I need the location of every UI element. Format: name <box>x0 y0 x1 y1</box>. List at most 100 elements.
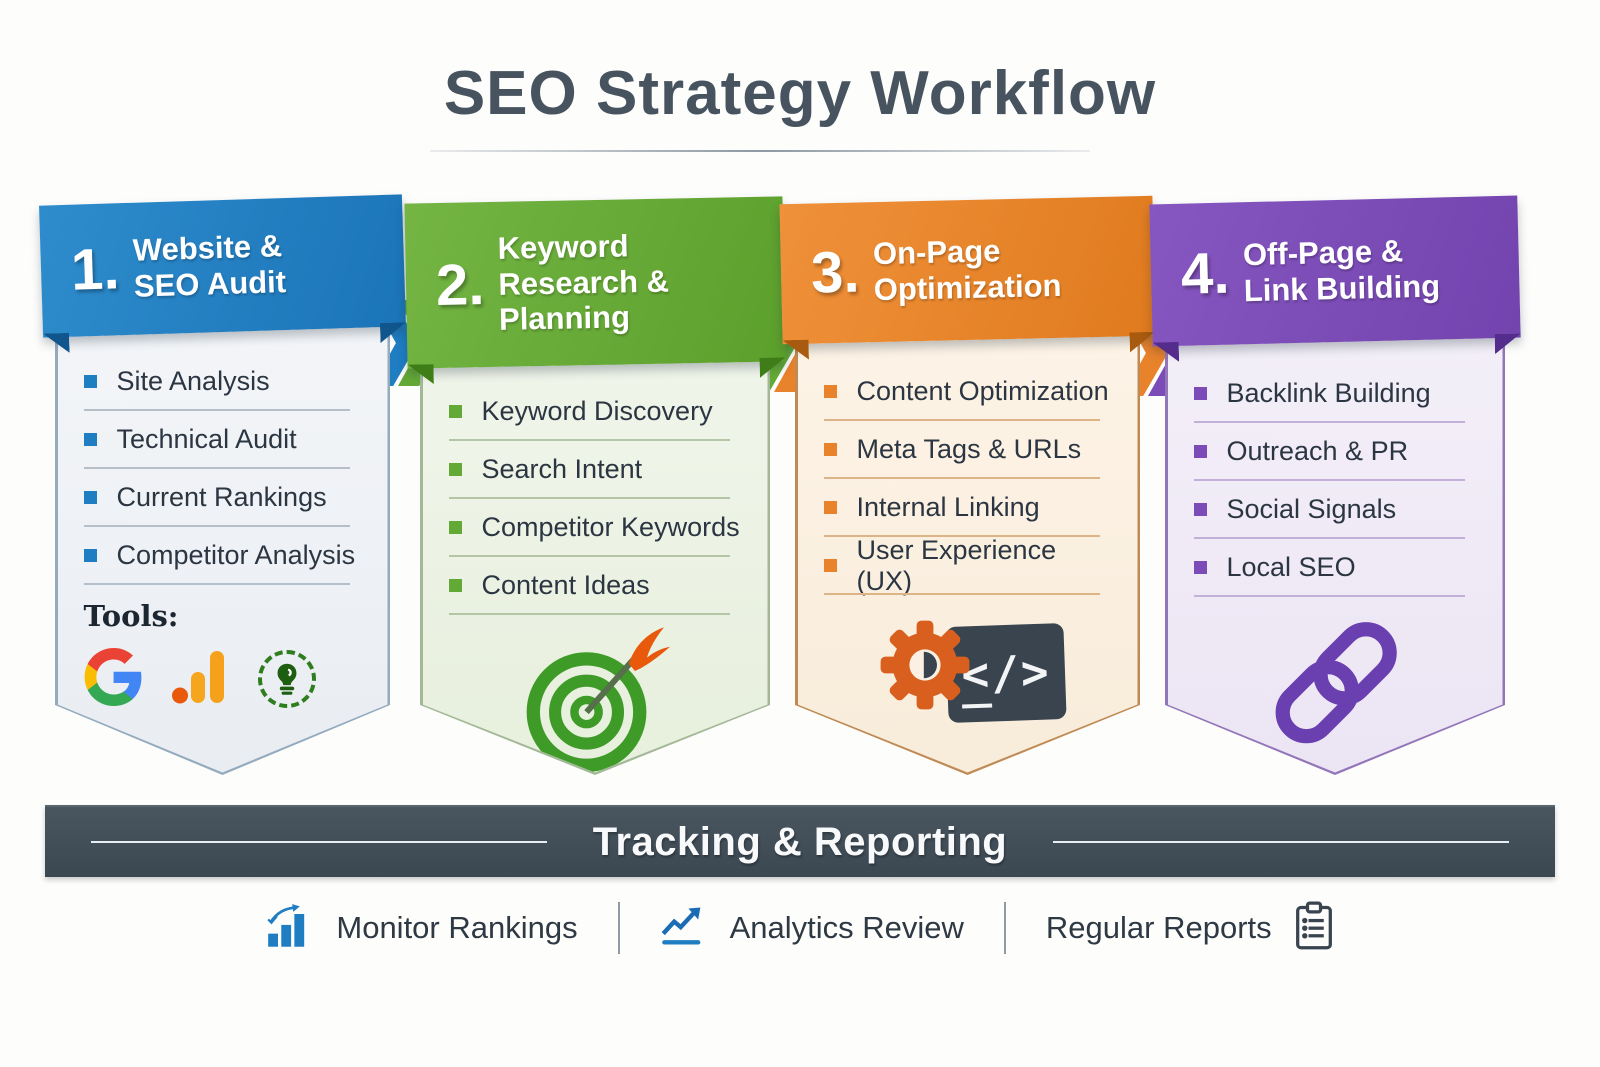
list-item: Current Rankings <box>84 469 364 527</box>
tracking-title: Tracking & Reporting <box>592 819 1008 864</box>
step-number: 2. <box>435 251 486 318</box>
step-2-list: Keyword Discovery Search Intent Competit… <box>423 355 768 615</box>
list-item: Content Ideas <box>449 557 744 615</box>
google-icon <box>84 648 142 711</box>
item-label: Content Optimization <box>856 376 1109 406</box>
vertical-divider <box>617 902 620 954</box>
tools-icons-row <box>84 645 364 714</box>
item-label: Backlink Building <box>1226 378 1431 408</box>
list-item: Internal Linking <box>824 479 1114 537</box>
title-underline <box>430 150 1090 152</box>
list-item: Local SEO <box>1194 539 1479 597</box>
square-bullet-icon <box>1194 561 1207 574</box>
item-label: Keyword Discovery <box>481 396 713 426</box>
item-label: Competitor Keywords <box>481 512 740 542</box>
chain-link-icon <box>1168 607 1503 749</box>
list-item: Backlink Building <box>1194 365 1479 423</box>
item-label: Current Rankings <box>116 482 327 512</box>
step-2-column: Keyword Discovery Search Intent Competit… <box>404 196 770 775</box>
tracking-items-row: Monitor Rankings Analytics Review Regula… <box>0 892 1600 964</box>
step-4-header-banner: 4. Off-Page & Link Building <box>1149 195 1520 347</box>
list-item: Social Signals <box>1194 481 1479 539</box>
divider-line <box>91 841 547 843</box>
square-bullet-icon <box>824 501 837 514</box>
list-item: Competitor Keywords <box>449 499 744 557</box>
square-bullet-icon <box>1194 445 1207 458</box>
target-arrow-icon <box>423 625 768 775</box>
list-item: User Experience (UX) <box>824 537 1114 595</box>
step-4-list: Backlink Building Outreach & PR Social S… <box>1168 337 1503 597</box>
square-bullet-icon <box>84 491 97 504</box>
step-2-header-banner: 2. Keyword Research & Planning <box>404 196 785 368</box>
list-item: Search Intent <box>449 441 744 499</box>
item-label: Technical Audit <box>116 424 297 454</box>
item-label: Social Signals <box>1226 494 1397 524</box>
google-analytics-icon <box>168 645 232 714</box>
footer-item-regular-reports: Regular Reports <box>1046 901 1334 956</box>
item-label: Content Ideas <box>481 570 650 600</box>
footer-label: Analytics Review <box>729 910 964 945</box>
square-bullet-icon <box>84 549 97 562</box>
list-item: Content Optimization <box>824 363 1114 421</box>
footer-item-analytics-review: Analytics Review <box>660 905 964 952</box>
tracking-reporting-bar: Tracking & Reporting <box>45 805 1555 877</box>
list-item: Competitor Analysis <box>84 527 364 585</box>
banner-fold <box>1495 333 1521 354</box>
bar-chart-icon <box>266 903 314 953</box>
item-label: Competitor Analysis <box>116 540 356 570</box>
gear-code-icon: </> <box>798 605 1138 741</box>
step-1-panel: Site Analysis Technical Audit Current Ra… <box>55 322 390 775</box>
item-label: Internal Linking <box>856 492 1040 522</box>
clipboard-icon <box>1294 901 1334 956</box>
step-4-panel: Backlink Building Outreach & PR Social S… <box>1165 334 1505 775</box>
step-4-column: Backlink Building Outreach & PR Social S… <box>1149 195 1505 775</box>
item-label: Site Analysis <box>116 366 270 396</box>
step-title: Keyword Research & Planning <box>497 228 670 338</box>
square-bullet-icon <box>84 375 97 388</box>
square-bullet-icon <box>824 385 837 398</box>
step-number: 4. <box>1180 240 1231 307</box>
tools-block: Tools: <box>58 585 388 714</box>
square-bullet-icon <box>449 405 462 418</box>
step-title: Off-Page & Link Building <box>1242 233 1441 309</box>
page-title: SEO Strategy Workflow <box>443 59 1157 128</box>
item-label: Meta Tags & URLs <box>856 434 1082 464</box>
step-3-column: Content Optimization Meta Tags & URLs In… <box>779 195 1140 775</box>
square-bullet-icon <box>1194 503 1207 516</box>
list-item: Technical Audit <box>84 411 364 469</box>
square-bullet-icon <box>824 559 837 572</box>
square-bullet-icon <box>449 463 462 476</box>
step-3-panel: Content Optimization Meta Tags & URLs In… <box>795 332 1140 775</box>
list-item: Outreach & PR <box>1194 423 1479 481</box>
step-title: Website & SEO Audit <box>132 228 287 304</box>
footer-item-monitor-rankings: Monitor Rankings <box>266 903 578 953</box>
seo-badge-icon <box>258 650 316 708</box>
divider-line <box>1053 841 1509 843</box>
item-label: User Experience (UX) <box>856 534 1057 596</box>
step-2-panel: Keyword Discovery Search Intent Competit… <box>420 352 770 775</box>
vertical-divider <box>1003 902 1006 954</box>
square-bullet-icon <box>824 443 837 456</box>
square-bullet-icon <box>449 579 462 592</box>
footer-label: Monitor Rankings <box>336 910 578 945</box>
square-bullet-icon <box>84 433 97 446</box>
step-number: 1. <box>70 236 121 303</box>
item-label: Outreach & PR <box>1226 436 1409 466</box>
square-bullet-icon <box>1194 387 1207 400</box>
square-bullet-icon <box>449 521 462 534</box>
trend-line-icon <box>660 905 708 952</box>
gear-icon <box>877 617 973 713</box>
step-1-column: Site Analysis Technical Audit Current Ra… <box>39 194 390 775</box>
list-item: Keyword Discovery <box>449 383 744 441</box>
step-3-header-banner: 3. On-Page Optimization <box>779 195 1155 344</box>
step-1-header-banner: 1. Website & SEO Audit <box>39 194 406 337</box>
step-3-list: Content Optimization Meta Tags & URLs In… <box>798 335 1138 595</box>
footer-label: Regular Reports <box>1045 910 1272 945</box>
item-label: Search Intent <box>481 454 643 484</box>
tools-label: Tools: <box>83 598 179 633</box>
item-label: Local SEO <box>1226 552 1356 582</box>
step-title: On-Page Optimization <box>872 233 1062 308</box>
step-number: 3. <box>810 239 861 306</box>
list-item: Meta Tags & URLs <box>824 421 1114 479</box>
